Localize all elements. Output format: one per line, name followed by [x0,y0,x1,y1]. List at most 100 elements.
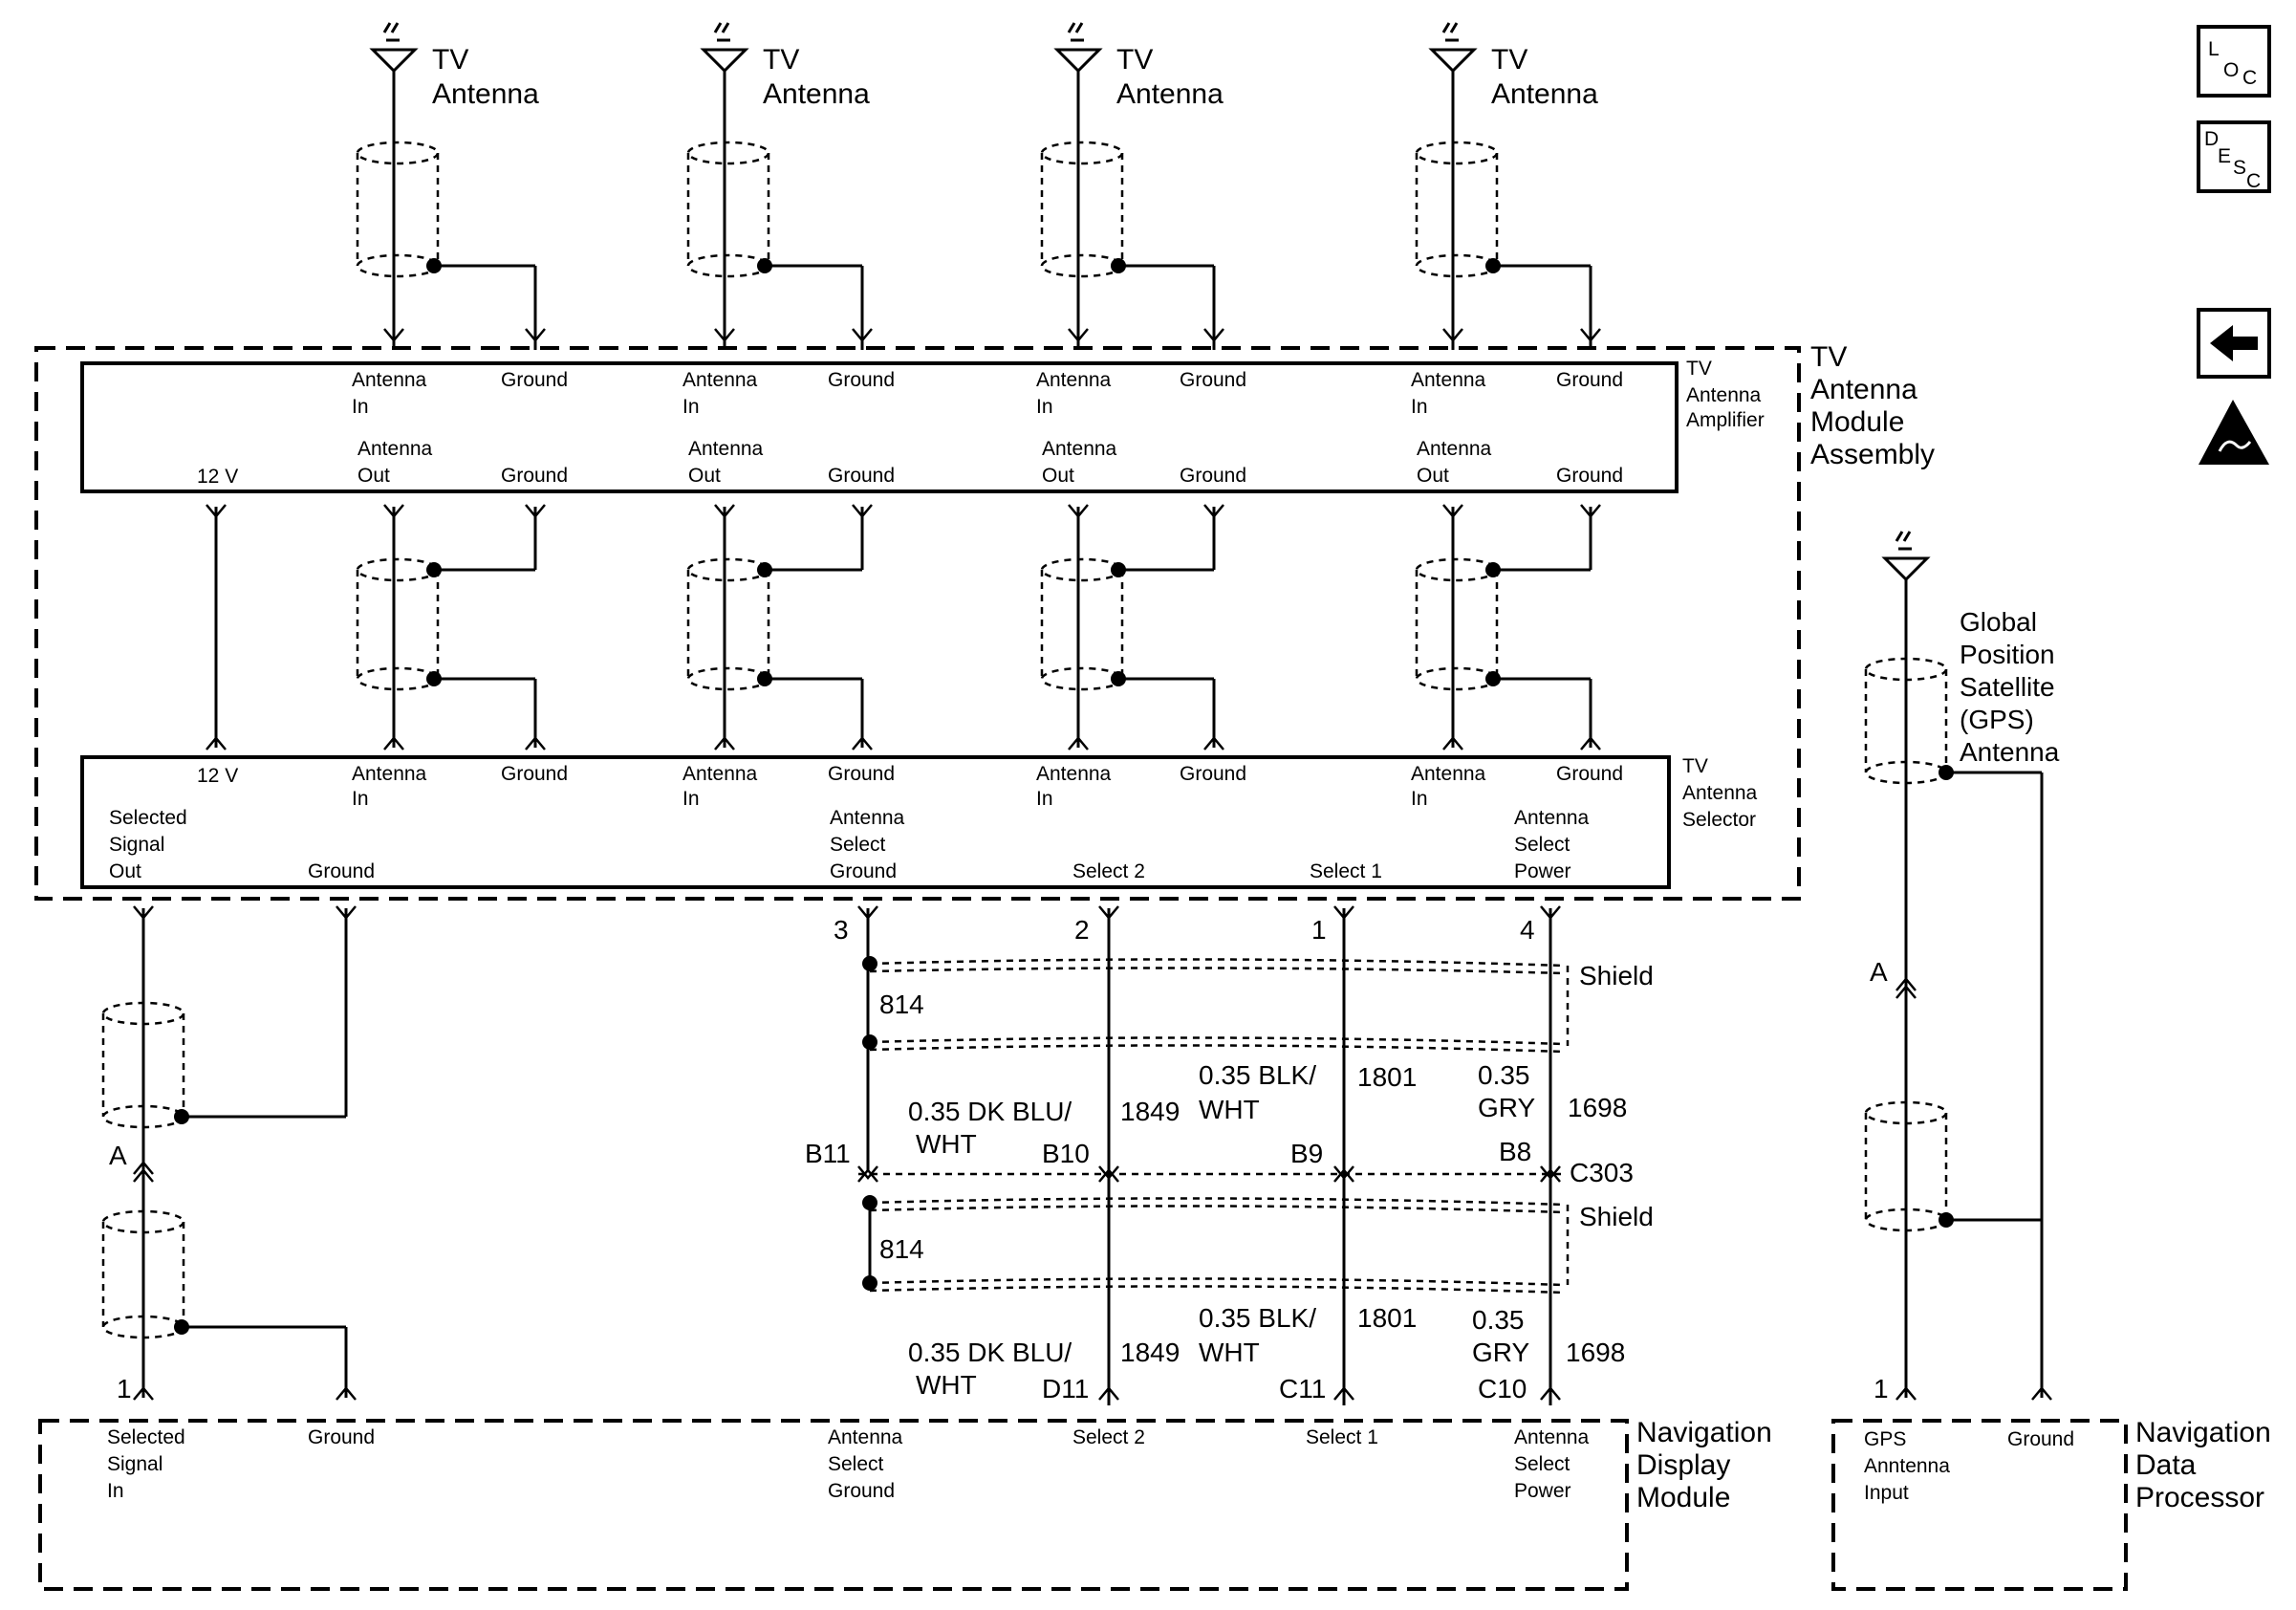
svg-text:Antenna: Antenna [1514,1426,1590,1448]
select-shield-lower [869,1197,1570,1295]
left-shield-upper [101,1001,185,1129]
circuit-814-lower: 814 [879,1234,924,1264]
antenna-title: Antenna [1116,78,1224,110]
svg-text:Signal: Signal [109,834,164,856]
svg-text:Navigation: Navigation [2135,1417,2271,1448]
display-antenna-select-ground-label: Antenna Select Ground [828,1426,903,1502]
svg-text:Position: Position [1960,640,2055,669]
select2-label: Select 2 [1072,860,1145,882]
svg-text:C: C [2242,67,2257,89]
svg-text:C303: C303 [1570,1158,1634,1187]
gps-shield-lower [1864,1100,1948,1232]
description-icon[interactable]: D E S C [2197,120,2271,193]
data-processor-title: Navigation Data Processor [2135,1417,2271,1513]
left-shield-lower [101,1209,185,1339]
svg-text:Module: Module [1810,406,1904,438]
svg-text:1801: 1801 [1357,1303,1417,1333]
svg-text:Antenna: Antenna [1686,384,1762,406]
sel-antenna-in-label: In [1411,788,1428,810]
svg-text:C: C [2246,170,2261,192]
amp-antenna-out-label: Out [357,465,390,487]
sel-ground-label: Ground [1556,763,1623,785]
svg-text:Power: Power [1514,1480,1571,1502]
selected-signal-in-label: Selected Signal In [107,1426,185,1502]
sel-12v-label: 12 V [197,765,238,787]
wire-labels-lower: 0.35 BLK/ 1801 WHT 0.35 GRY 1698 0.35 DK… [908,1303,1625,1400]
tv-antenna-selector [80,755,1671,889]
back-arrow-icon[interactable] [2197,308,2271,379]
svg-text:0.35: 0.35 [1472,1305,1525,1335]
svg-text:Antenna: Antenna [828,1426,903,1448]
wire-labels-upper: 0.35 BLK/ 1801 WHT 0.35 GRY 1698 0.35 DK… [908,1060,1627,1159]
svg-text:Power: Power [1514,860,1571,882]
svg-text:C10: C10 [1478,1374,1527,1403]
svg-text:Antenna: Antenna [1682,782,1758,804]
svg-text:TV: TV [1682,755,1708,777]
svg-text:Select: Select [830,834,886,856]
display-ground-label: Ground [308,1426,375,1448]
amp-antenna-in-label: Antenna [682,369,758,391]
svg-text:0.35: 0.35 [1478,1060,1530,1090]
svg-text:GPS: GPS [1864,1428,1906,1450]
svg-text:GRY: GRY [1472,1338,1529,1367]
selected-signal-wire [133,905,357,1401]
svg-text:GRY: GRY [1478,1093,1535,1122]
amp-antenna-in-label: Antenna [352,369,427,391]
svg-text:C11: C11 [1279,1374,1326,1403]
svg-text:B10: B10 [1042,1139,1090,1168]
display-module-title: Navigation Display Module [1636,1417,1772,1513]
amp-antenna-out-label: Out [688,465,721,487]
selector-label: TV Antenna Selector [1682,755,1758,831]
gps-shield-upper [1864,657,1948,785]
svg-text:1801: 1801 [1357,1062,1417,1092]
sel-antenna-in-label: In [1036,788,1053,810]
location-icon[interactable]: L O C [2197,25,2271,98]
svg-text:Select: Select [1514,834,1570,856]
amplifier-label: TV Antenna Amplifier [1686,358,1765,431]
selected-signal-out-label: Selected Signal Out [109,807,187,882]
svg-text:Antenna: Antenna [1810,374,1917,405]
connector-a-gps: A [1870,957,1888,987]
svg-text:Data: Data [2135,1449,2197,1481]
sel-antenna-in-label: Antenna [352,763,427,785]
gps-antenna-label: Global Position Satellite (GPS) Antenna [1960,607,2060,767]
connector-a-left: A [109,1141,127,1170]
sel-ground-label: Ground [1180,763,1246,785]
amp-ground-label: Ground [1180,465,1246,487]
svg-text:Antenna: Antenna [830,807,905,829]
shield-label-upper: Shield [1579,961,1654,990]
svg-text:L: L [2208,38,2220,60]
select-wires [857,905,1564,1405]
sel-ground-label: Ground [501,763,568,785]
svg-text:Anntenna: Anntenna [1864,1455,1950,1477]
svg-text:TV: TV [1810,341,1847,373]
sel-antenna-in-label: In [352,788,369,810]
svg-text:0.35 DK BLU/: 0.35 DK BLU/ [908,1097,1072,1126]
amp-antenna-out-label: Out [1417,465,1449,487]
svg-text:Navigation: Navigation [1636,1417,1772,1448]
svg-text:Out: Out [109,860,141,882]
tv-antenna-amplifier [80,361,1679,493]
svg-text:In: In [107,1480,124,1502]
svg-text:1849: 1849 [1120,1097,1180,1126]
svg-text:Input: Input [1864,1482,1909,1504]
amp-ground-label: Ground [501,465,568,487]
sel-ground-label: Ground [828,763,895,785]
svg-text:WHT: WHT [1199,1338,1260,1367]
svg-text:Display: Display [1636,1449,1730,1481]
amp-antenna-out-label: Antenna [357,438,433,460]
antenna-title: TV [1491,44,1527,76]
svg-text:E: E [2218,145,2231,167]
svg-text:Selector: Selector [1682,809,1756,831]
pin-4: 4 [1520,915,1535,945]
antenna-title: TV [1116,44,1153,76]
gps-antenna-input-label: GPS Anntenna Input [1864,1428,1950,1504]
svg-text:1698: 1698 [1568,1093,1627,1122]
svg-text:O: O [2223,59,2239,81]
display-select2-label: Select 2 [1072,1426,1145,1448]
connector-bottom-labels: D11 C11 C10 [1042,1374,1527,1403]
amp-12v-label: 12 V [197,466,238,488]
